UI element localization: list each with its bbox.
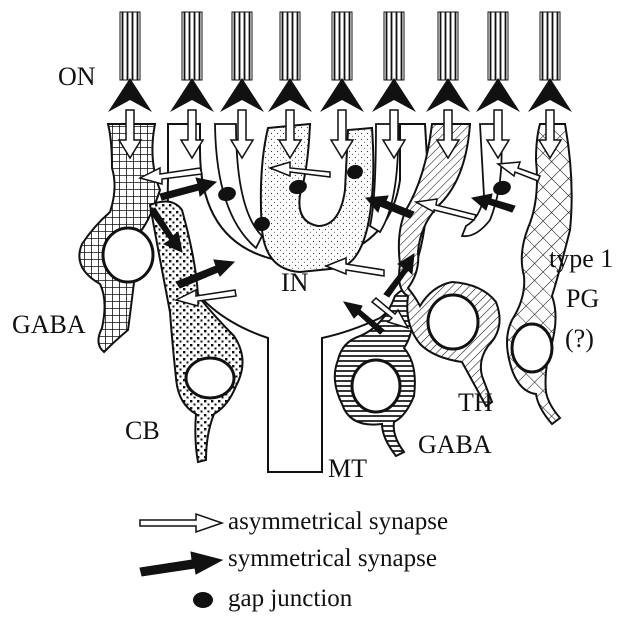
axon-8 (476, 12, 520, 112)
olfactory-axons (108, 12, 572, 112)
axon-4 (268, 12, 312, 112)
axon-9 (528, 12, 572, 112)
label-gaba-bottom: GABA (418, 432, 492, 458)
type1-pg-soma (512, 324, 552, 372)
label-pg: PG (566, 286, 599, 312)
axon-6 (372, 12, 416, 112)
label-cb: CB (125, 418, 160, 444)
gaba-left-soma (103, 228, 153, 282)
label-question: (?) (565, 326, 594, 352)
legend-symmetrical-label: symmetrical synapse (228, 546, 437, 571)
gaba-bottom-soma (352, 360, 400, 412)
legend-gap-symbol (193, 592, 213, 608)
axon-2 (170, 12, 214, 112)
label-mt: MT (328, 456, 367, 482)
label-in: IN (281, 270, 308, 296)
legend-asymmetrical-symbol (140, 514, 222, 532)
interneuron-in (261, 124, 373, 272)
label-type1: type 1 (549, 246, 613, 272)
cb-soma (186, 358, 234, 398)
axon-3 (220, 12, 264, 112)
label-th: TH (458, 390, 493, 416)
legend-symmetrical-symbol (140, 552, 222, 576)
axon-5 (320, 12, 364, 112)
axon-7 (426, 12, 470, 112)
legend-asymmetrical-label: asymmetrical synapse (228, 509, 448, 534)
label-gaba-left: GABA (12, 312, 86, 338)
legend-gap-label: gap junction (228, 586, 352, 611)
th-soma (428, 295, 478, 349)
axon-1 (108, 12, 152, 112)
label-on: ON (58, 64, 96, 90)
